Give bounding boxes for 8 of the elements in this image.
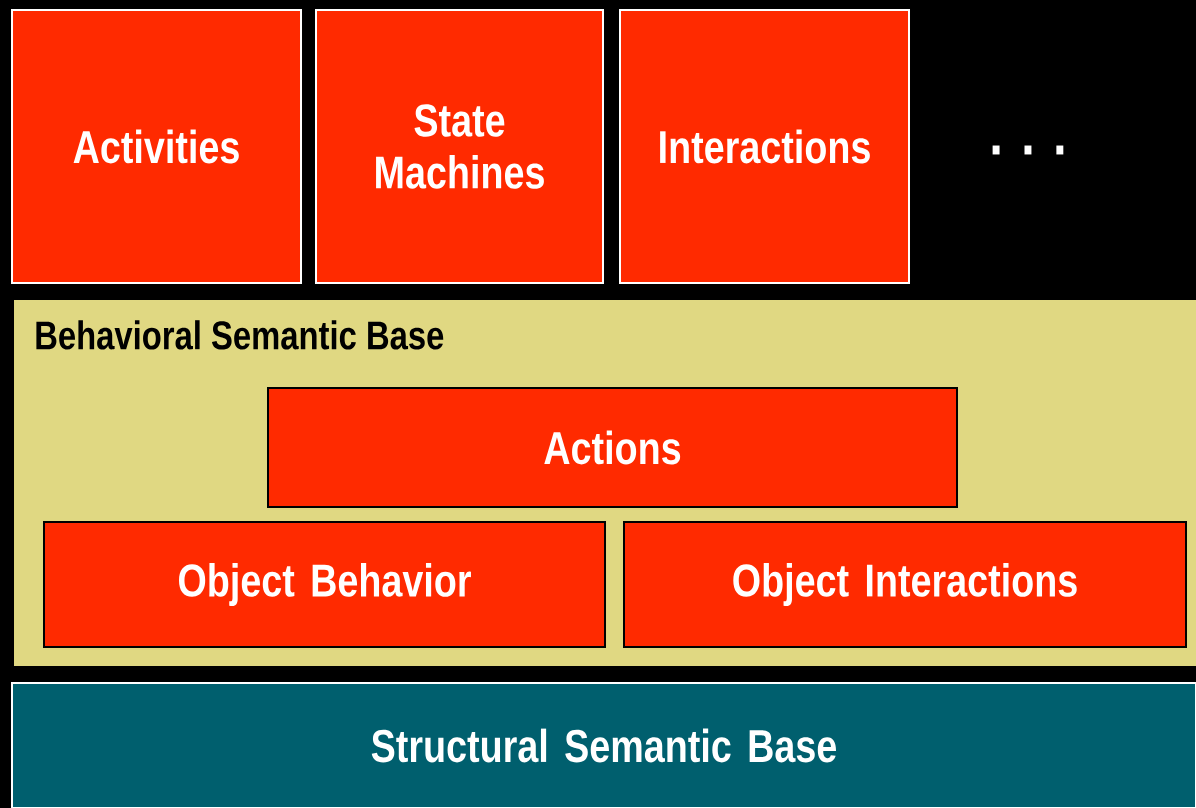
diagram-box: State Machines <box>315 9 604 284</box>
ellipsis: . . . <box>992 145 1064 155</box>
diagram-box: Object Behavior <box>43 521 606 648</box>
layer-band: Structural Semantic Base <box>11 682 1196 808</box>
diagram-box: Interactions <box>619 9 910 284</box>
diagram-box: Object Interactions <box>623 521 1187 648</box>
diagram-box: Activities <box>11 9 302 284</box>
diagram-box: Actions <box>267 387 958 508</box>
